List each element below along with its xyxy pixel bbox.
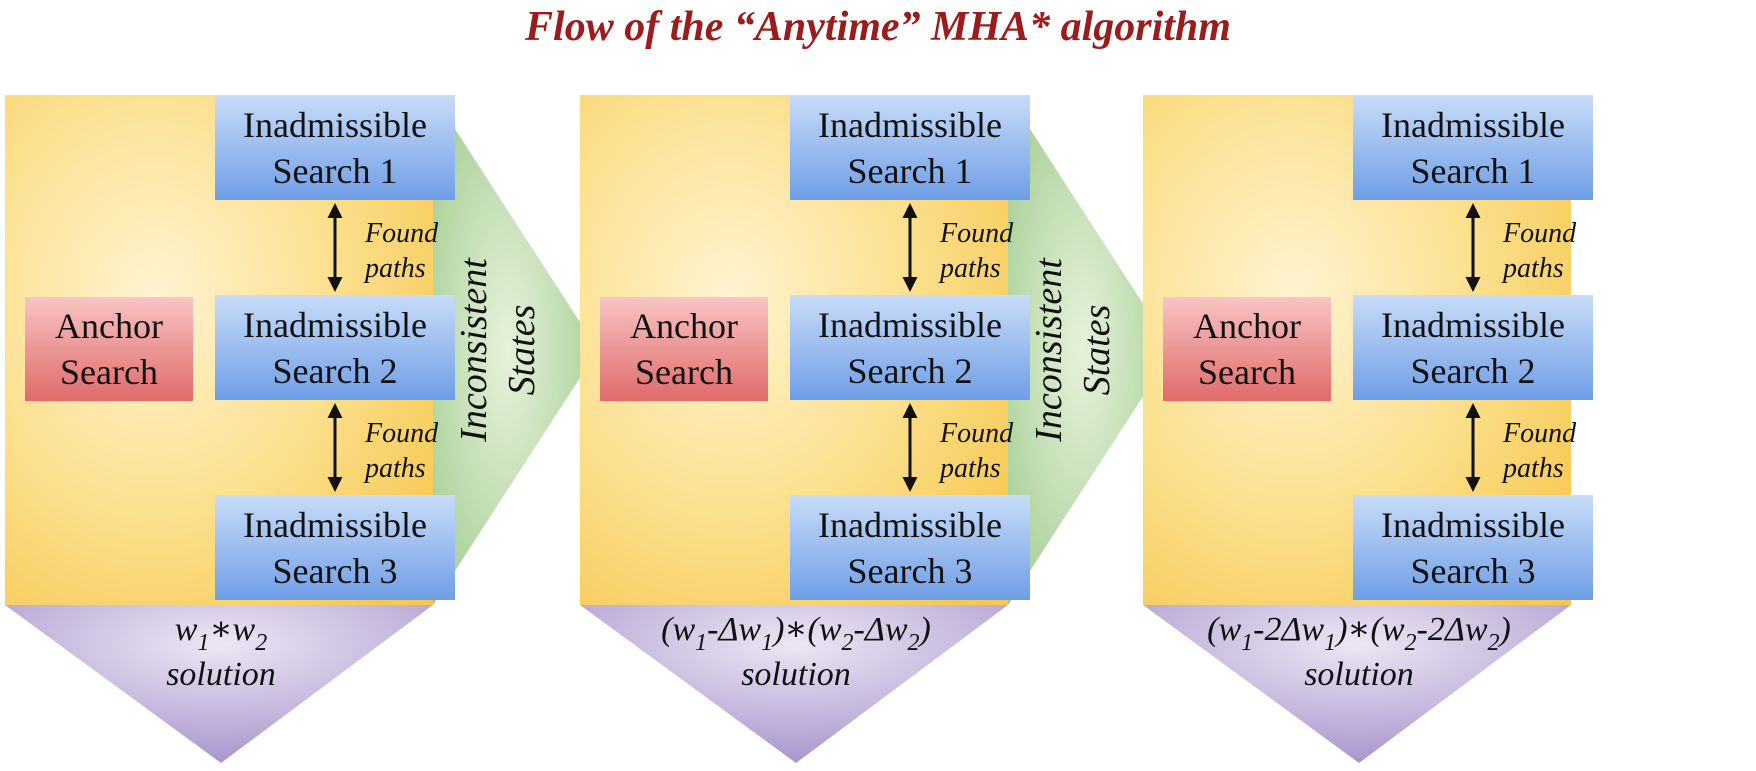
anchor-search-box: [25, 297, 193, 401]
solution-label: solution: [166, 656, 276, 693]
inadmissible-search-box-1: [790, 95, 1030, 200]
inadmissible-search-label: Inadmissible: [1381, 505, 1565, 545]
inadmissible-search-box-1: [1353, 95, 1593, 200]
inadmissible-search-label: Inadmissible: [243, 505, 427, 545]
solution-formula: (w1​-Δw1​)∗(w2​-Δw2​): [661, 611, 931, 656]
diagram-title: Flow of the “Anytime” MHA* algorithm: [524, 4, 1231, 50]
solution-triangle: [1143, 605, 1571, 763]
found-paths-label: Found: [1502, 418, 1577, 449]
states-label-line: Inconsistent: [1028, 257, 1070, 443]
inadmissible-search-box-1: [215, 95, 455, 200]
anchor-search-label: Search: [635, 352, 733, 392]
inadmissible-search-label: Inadmissible: [243, 305, 427, 345]
found-paths-label: Found: [1502, 218, 1577, 249]
inadmissible-search-label: Search 3: [1411, 551, 1536, 591]
found-paths-label: paths: [938, 253, 1001, 284]
anchor-search-label: Anchor: [630, 306, 738, 346]
inadmissible-search-label: Search 3: [273, 551, 398, 591]
inadmissible-search-label: Search 2: [848, 351, 973, 391]
anchor-search-box: [600, 297, 768, 401]
found-paths-label: paths: [1501, 453, 1564, 484]
found-paths-label: Found: [364, 218, 439, 249]
inadmissible-search-label: Search 1: [273, 151, 398, 191]
solution-label: solution: [741, 656, 851, 693]
anchor-search-box: [1163, 297, 1331, 401]
inadmissible-search-box-3: [215, 495, 455, 600]
anchor-search-label: Anchor: [55, 306, 163, 346]
inadmissible-search-box-3: [790, 495, 1030, 600]
inadmissible-search-label: Search 1: [1411, 151, 1536, 191]
inadmissible-search-label: Inadmissible: [818, 505, 1002, 545]
anchor-search-label: Search: [1198, 352, 1296, 392]
found-paths-label: paths: [938, 453, 1001, 484]
found-paths-label: paths: [363, 253, 426, 284]
found-paths-label: Found: [939, 418, 1014, 449]
inadmissible-search-label: Search 2: [1411, 351, 1536, 391]
inadmissible-search-label: Search 2: [273, 351, 398, 391]
inadmissible-search-label: Inadmissible: [1381, 105, 1565, 145]
inadmissible-search-label: Inadmissible: [1381, 305, 1565, 345]
inconsistent-states-arrow: [1008, 95, 1173, 605]
states-label-line: Inconsistent: [453, 257, 495, 443]
states-label-line: States: [1076, 305, 1118, 396]
inadmissible-search-label: Inadmissible: [818, 105, 1002, 145]
found-paths-label: paths: [363, 453, 426, 484]
found-paths-label: paths: [1501, 253, 1564, 284]
states-label-line: States: [501, 305, 543, 396]
found-paths-label: Found: [364, 418, 439, 449]
solution-triangle: [5, 605, 433, 763]
inadmissible-search-label: Search 1: [848, 151, 973, 191]
inconsistent-states-arrow: [433, 95, 598, 605]
solution-label: solution: [1304, 656, 1414, 693]
solution-triangle: [580, 605, 1008, 763]
inadmissible-search-box-2: [215, 295, 455, 400]
solution-formula: w1​∗w2​: [175, 611, 267, 656]
inadmissible-search-label: Inadmissible: [818, 305, 1002, 345]
inadmissible-search-box-3: [1353, 495, 1593, 600]
solution-formula: (w1​-2Δw1​)∗(w2​-2Δw2​): [1207, 611, 1511, 656]
anchor-search-label: Search: [60, 352, 158, 392]
inadmissible-search-label: Inadmissible: [243, 105, 427, 145]
inadmissible-search-label: Search 3: [848, 551, 973, 591]
inadmissible-search-box-2: [790, 295, 1030, 400]
inadmissible-search-box-2: [1353, 295, 1593, 400]
found-paths-label: Found: [939, 218, 1014, 249]
anchor-search-label: Anchor: [1193, 306, 1301, 346]
